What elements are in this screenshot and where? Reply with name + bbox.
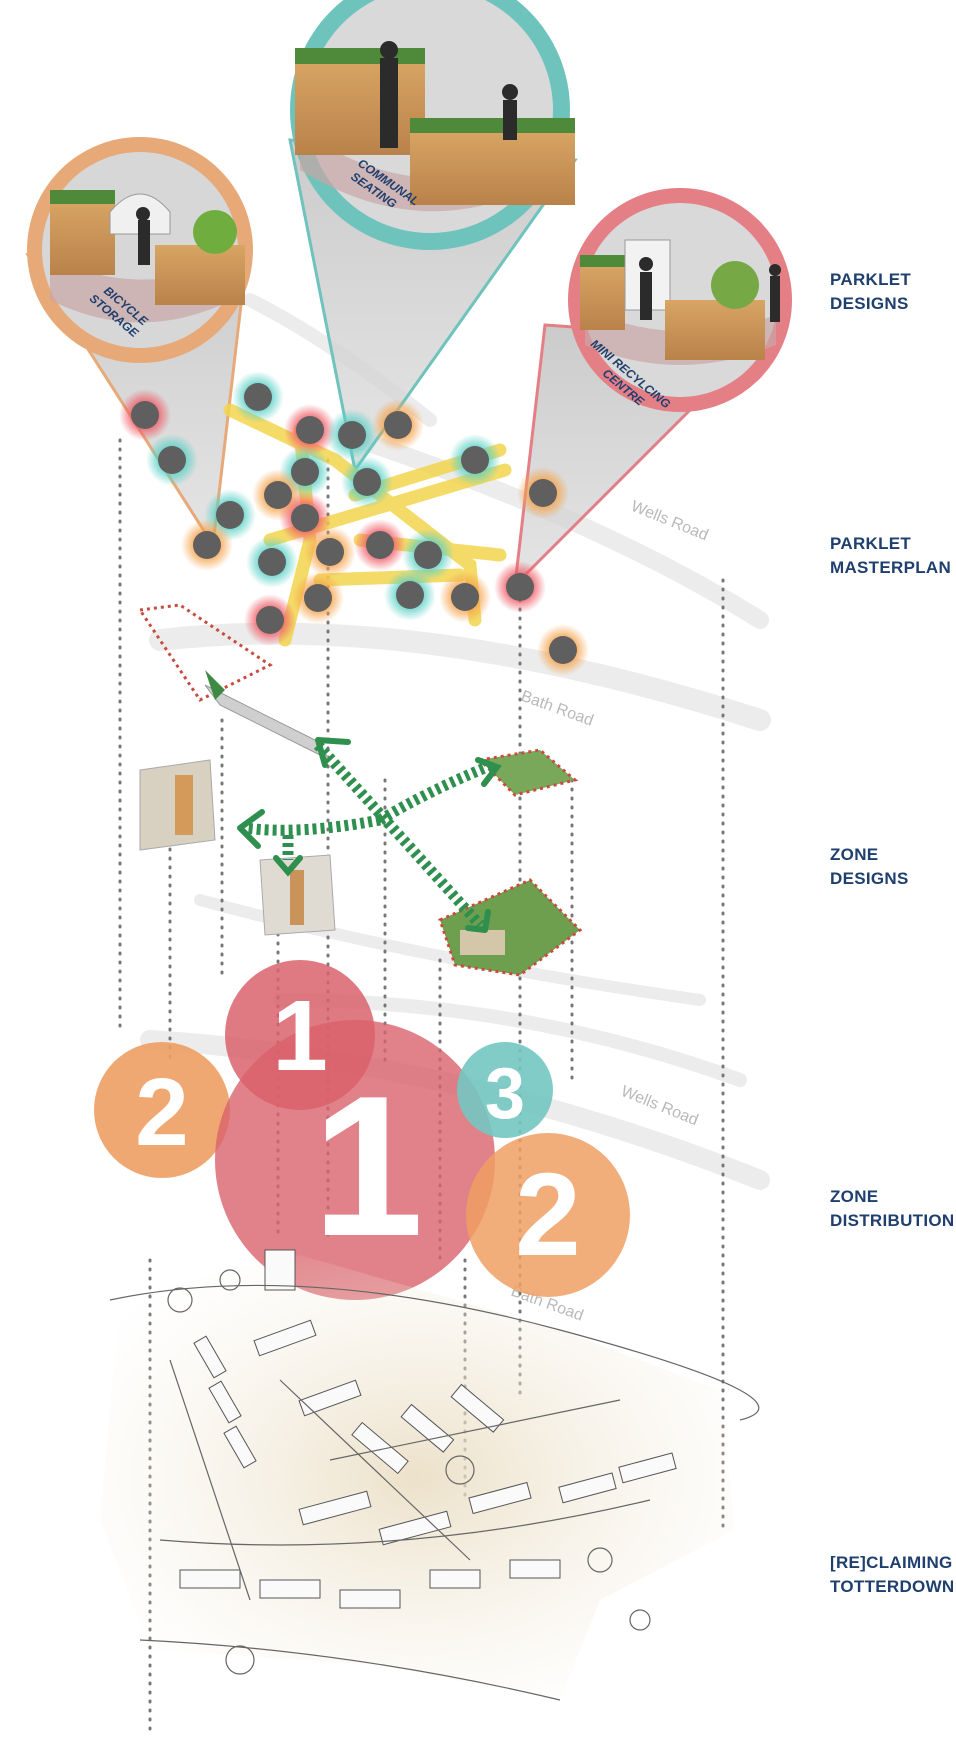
- masterplan-dots: [119, 371, 589, 676]
- zone-design-upper-right: [476, 748, 579, 797]
- street-label-wells-road-2: Wells Road: [619, 1083, 701, 1129]
- arrow-heads: [237, 737, 502, 933]
- zone-number-1-large: 1: [312, 1055, 423, 1278]
- zone-design-strip: [204, 684, 331, 761]
- label-zone-designs-line2: DESIGNS: [830, 869, 909, 888]
- zone-outline-dotted: [137, 603, 273, 702]
- recycling-centre-parklet: MINI RECYLCING CENTRE: [513, 188, 792, 590]
- label-reclaiming-line1: [RE]CLAIMING: [830, 1553, 953, 1572]
- label-reclaiming-totterdown: [RE]CLAIMING TOTTERDOWN: [830, 1551, 955, 1599]
- street-label-wells-road: Wells Road: [629, 498, 711, 544]
- label-reclaiming-line2: TOTTERDOWN: [830, 1577, 955, 1596]
- label-parklet-masterplan-line2: MASTERPLAN: [830, 558, 952, 577]
- zone-designs: [137, 603, 583, 977]
- zone-number-2-left: 2: [135, 1059, 188, 1166]
- zone-link-arrows: [244, 741, 495, 929]
- label-parklet-masterplan: PARKLET MASTERPLAN: [830, 532, 951, 580]
- zone-circle-1-large: [215, 1020, 495, 1300]
- zone-design-lower-right: [438, 878, 583, 977]
- zone-distribution: 1 2 1 2 3: [94, 960, 630, 1300]
- label-parklet-masterplan-line1: PARKLET: [830, 534, 912, 553]
- communal-seating-parklet: COMMUNAL SEATING: [288, 0, 578, 474]
- label-zone-designs-line1: ZONE: [830, 845, 879, 864]
- street-label-bath-road: Bath Road: [519, 688, 596, 730]
- label-parklet-designs: PARKLET DESIGNS: [830, 268, 911, 316]
- label-zone-distribution: ZONE DISTRIBUTION: [830, 1185, 954, 1233]
- zone-number-2-right: 2: [515, 1149, 581, 1281]
- zone-circle-2-left: [94, 1042, 230, 1178]
- bicycle-storage-parklet: BICYCLE STORAGE: [25, 137, 253, 550]
- totterdown-sketch-map: [100, 1249, 760, 1701]
- zone-circle-2-right: [466, 1133, 630, 1297]
- zone-number-3: 3: [485, 1054, 525, 1134]
- zone-circle-3: [457, 1042, 553, 1138]
- label-zone-designs: ZONE DESIGNS: [830, 843, 909, 891]
- label-zone-distribution-line2: DISTRIBUTION: [830, 1211, 955, 1230]
- label-zone-distribution-line1: ZONE: [830, 1187, 879, 1206]
- label-parklet-designs-line1: PARKLET: [830, 270, 912, 289]
- label-parklet-designs-line2: DESIGNS: [830, 294, 909, 313]
- zone-number-1-small: 1: [272, 980, 328, 1092]
